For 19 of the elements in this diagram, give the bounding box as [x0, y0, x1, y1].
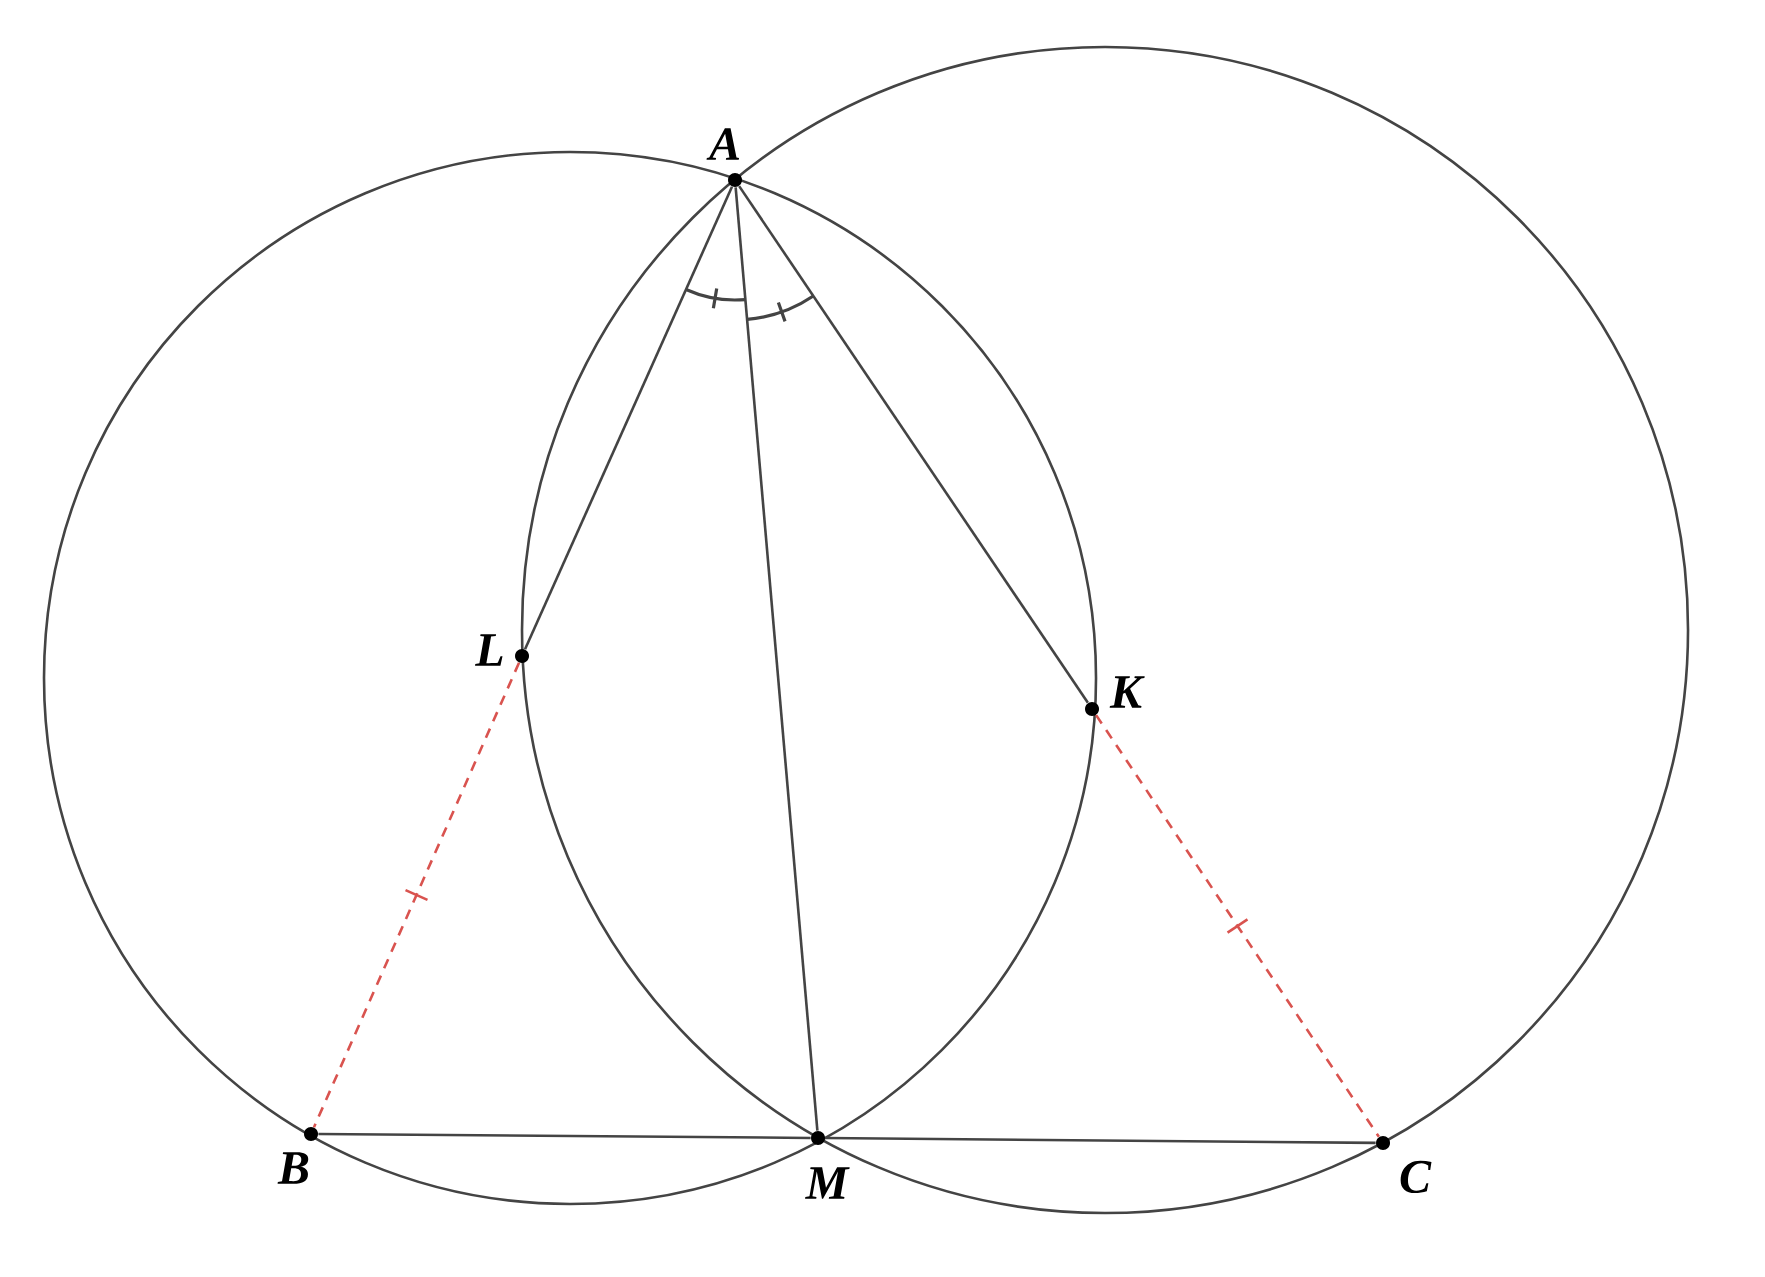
node-label: M [805, 1167, 850, 1199]
node-label: L [475, 634, 503, 666]
line-segment [312, 662, 521, 1128]
point: M [805, 1131, 850, 1199]
node-label: A [706, 128, 740, 160]
point: K [1085, 676, 1145, 716]
line-segment [825, 1136, 1376, 1145]
point: C [1376, 1136, 1432, 1194]
point: A [706, 128, 742, 187]
node-label: C [1400, 1160, 1432, 1194]
node-label: B [277, 1152, 309, 1184]
point: L [475, 634, 529, 666]
line-segment [738, 185, 1089, 704]
node-label: K [1109, 676, 1145, 708]
line-segment [523, 186, 734, 650]
point: B [277, 1127, 318, 1184]
line-segment [734, 187, 819, 1131]
line-segment [318, 1132, 811, 1140]
line-segment [1095, 714, 1380, 1138]
